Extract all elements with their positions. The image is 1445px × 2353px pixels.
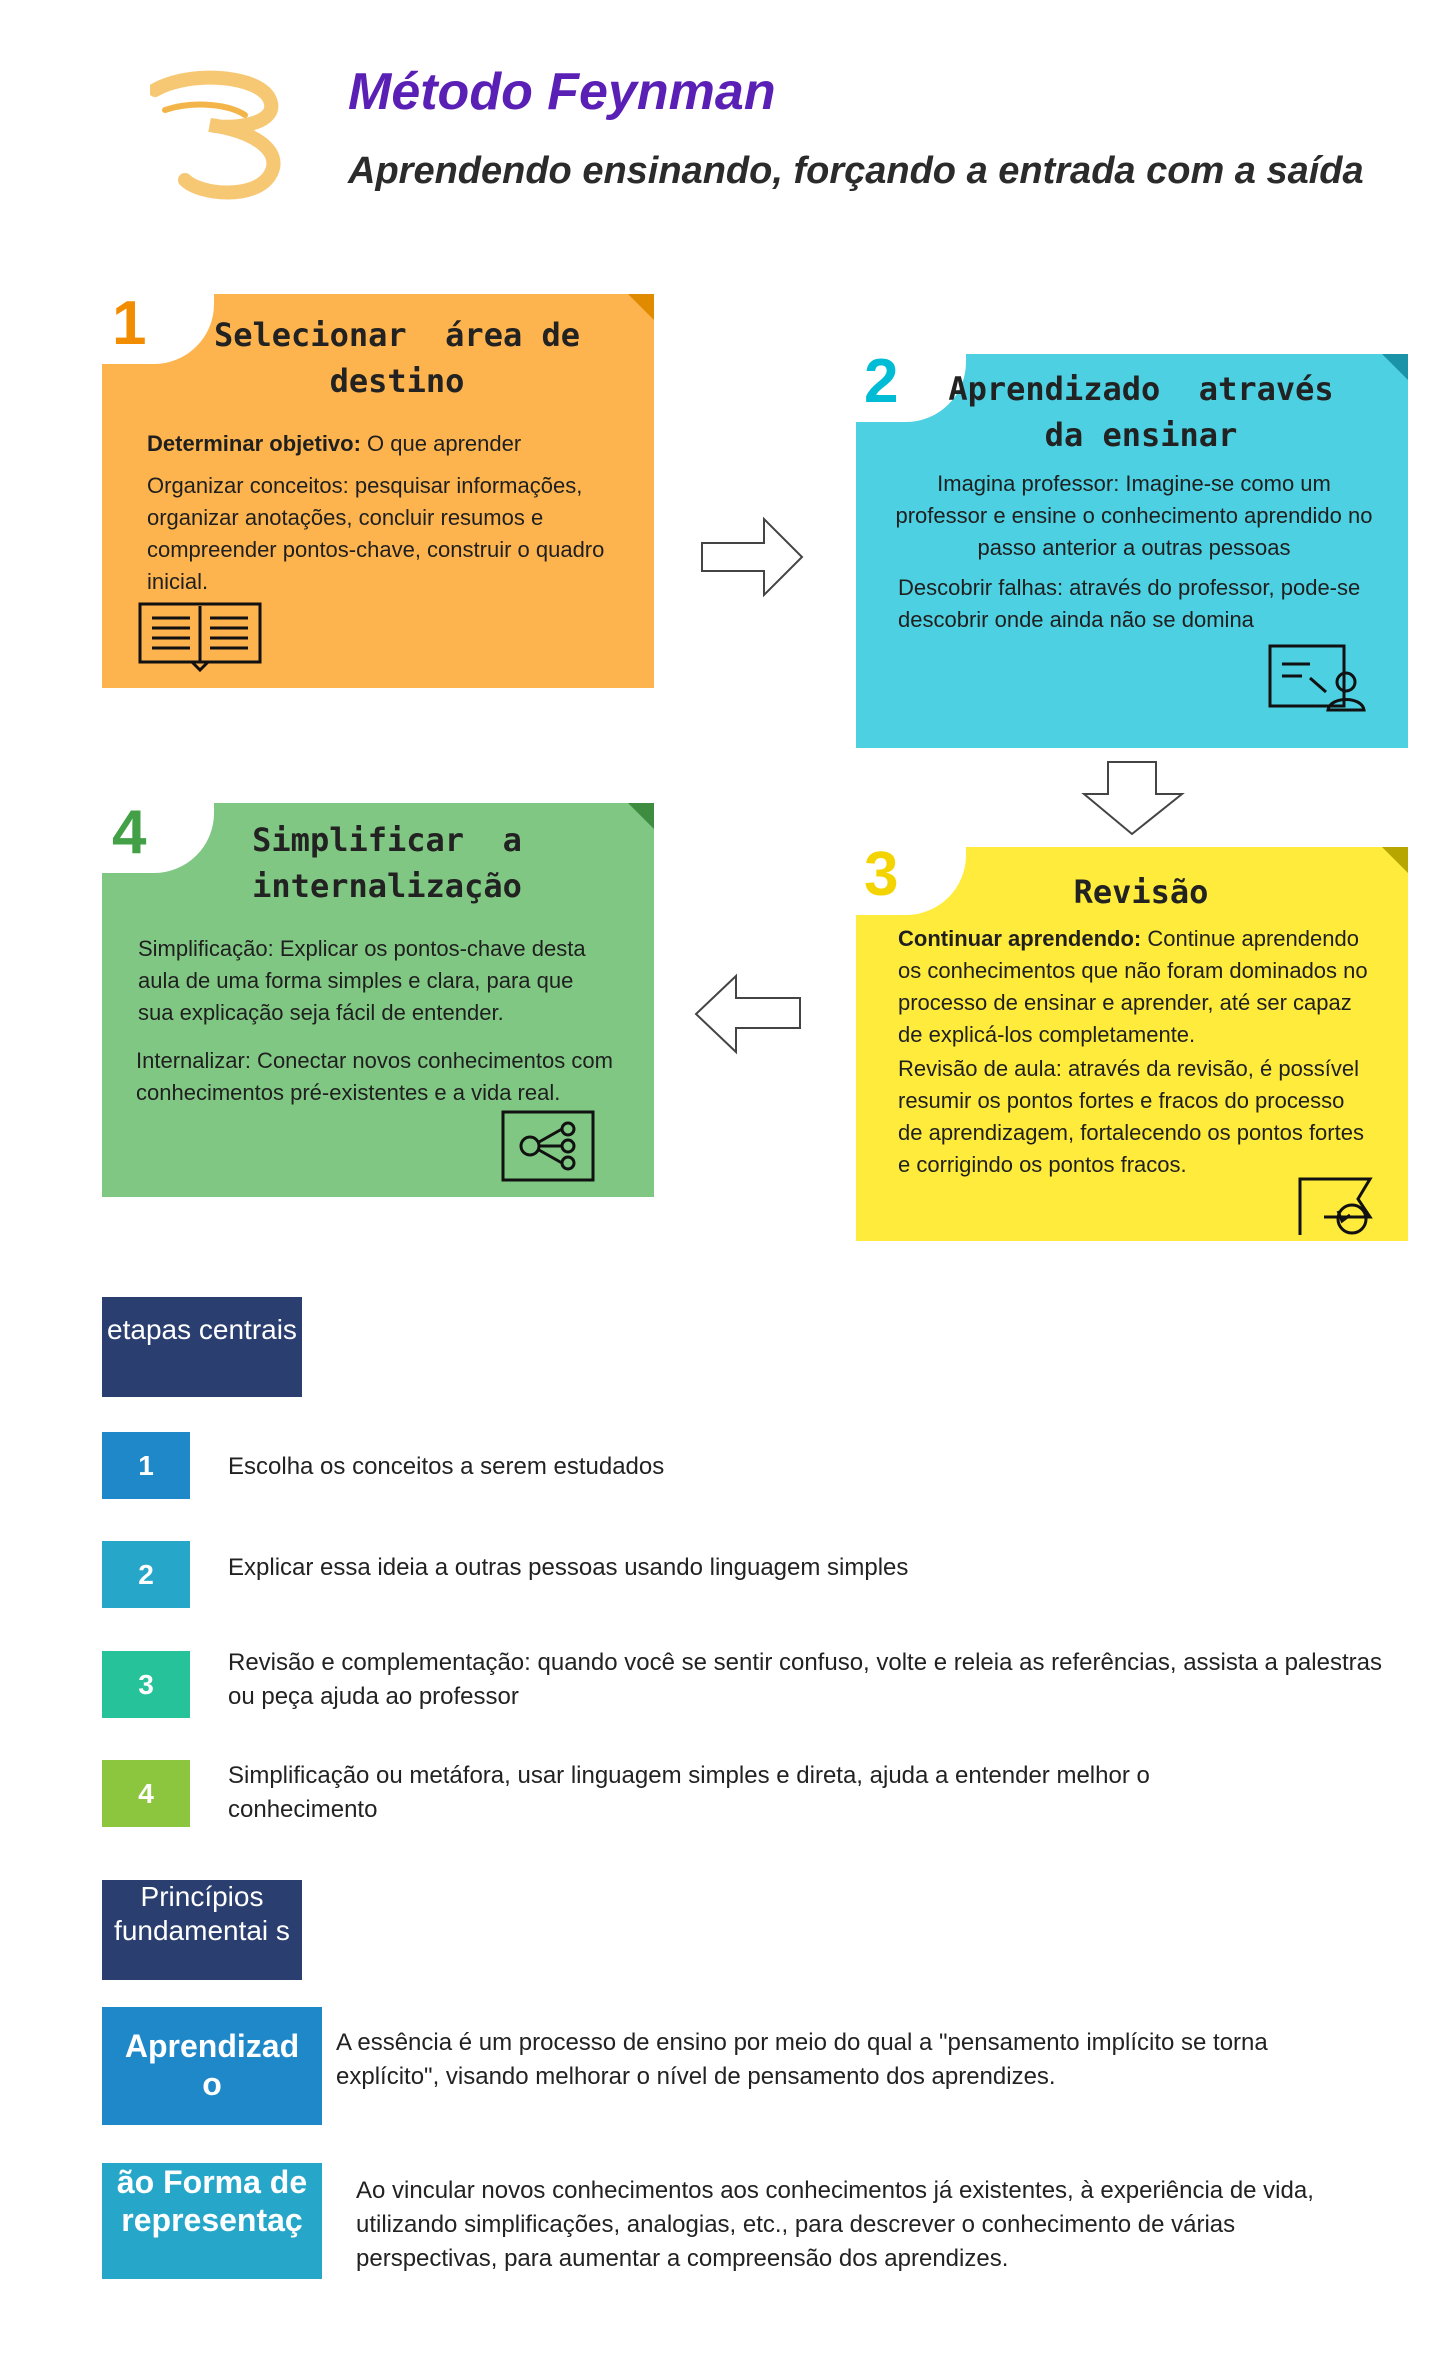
step-card-number: 1 bbox=[112, 289, 147, 358]
step-card-1: 1 Selecionar área de destino Determinar … bbox=[102, 289, 654, 688]
principle-text: A essência é um processo de ensino por m… bbox=[336, 2029, 1268, 2090]
step-card-number: 4 bbox=[112, 798, 147, 867]
review-flag-icon bbox=[1298, 1177, 1373, 1235]
step-card-number: 3 bbox=[864, 840, 899, 909]
card-text-2: Descobrir falhas: através do professor, … bbox=[898, 575, 1361, 632]
card-title-line1: Aprendizado através bbox=[948, 370, 1334, 408]
step-card-3: 3 Revisão Continuar aprendendo: Continue… bbox=[854, 840, 1408, 1241]
step-number: 4 bbox=[102, 1760, 190, 1827]
card-title-line2: internalização bbox=[252, 867, 522, 905]
card-bold-rest: O que aprender bbox=[360, 431, 522, 456]
card-text-1: Simplificação: Explicar os pontos-chave … bbox=[138, 936, 586, 1025]
page-subtitle: Aprendendo ensinando, forçando a entrada… bbox=[348, 150, 1364, 192]
card-text-2: Internalizar: Conectar novos conheciment… bbox=[136, 1048, 613, 1105]
arrow-left-icon bbox=[694, 973, 801, 1055]
step-text: Revisão e complementação: quando você se… bbox=[228, 1649, 1382, 1710]
card-title-line1: Simplificar a bbox=[252, 821, 522, 859]
principle-label: ão Forma de representaç bbox=[102, 2163, 322, 2279]
card-title-line2: destino bbox=[329, 362, 465, 400]
step-number: 1 bbox=[102, 1432, 190, 1499]
teacher-board-icon bbox=[1268, 644, 1366, 712]
step-card-number: 2 bbox=[864, 347, 899, 416]
arrow-right-icon bbox=[701, 516, 804, 598]
step-card-2: 2 Aprendizado através da ensinar Imagina… bbox=[854, 347, 1408, 748]
page-title: Método Feynman bbox=[348, 63, 776, 121]
card-bold-rest: Continue aprendendo os conhecimentos que… bbox=[898, 926, 1368, 1047]
step-text: Simplificação ou metáfora, usar linguage… bbox=[228, 1762, 1150, 1823]
step-text: Escolha os conceitos a serem estudados bbox=[228, 1453, 665, 1480]
brand-logo bbox=[150, 70, 281, 200]
arrow-down-icon bbox=[1081, 761, 1185, 836]
card-text-2: Organizar conceitos: pesquisar informaçõ… bbox=[147, 473, 605, 594]
card-bold-label: Determinar objetivo: bbox=[147, 431, 361, 456]
step-number: 3 bbox=[102, 1651, 190, 1718]
card-title-line1: Revisão bbox=[1073, 873, 1209, 911]
mind-map-icon bbox=[501, 1110, 595, 1182]
step-text: Explicar essa ideia a outras pessoas usa… bbox=[228, 1554, 909, 1581]
step-card-4: 4 Simplificar a internalização Simplific… bbox=[102, 798, 654, 1197]
step-number: 2 bbox=[102, 1541, 190, 1608]
principles-section-heading: Princípios fundamentai s bbox=[102, 1880, 302, 1980]
card-title-line1: Selecionar área de bbox=[213, 316, 581, 354]
card-bold-label: Continuar aprendendo: bbox=[898, 926, 1142, 951]
card-title-line2: da ensinar bbox=[1044, 416, 1238, 454]
card-text-1: Imagina professor: Imagine-se como um pr… bbox=[895, 471, 1373, 560]
card-text-2: Revisão de aula: através da revisão, é p… bbox=[898, 1056, 1364, 1177]
open-book-icon bbox=[138, 602, 262, 672]
principle-text: Ao vincular novos conhecimentos aos conh… bbox=[356, 2177, 1314, 2272]
principle-label: Aprendizad o bbox=[102, 2007, 322, 2125]
steps-section-heading: etapas centrais bbox=[102, 1297, 302, 1397]
